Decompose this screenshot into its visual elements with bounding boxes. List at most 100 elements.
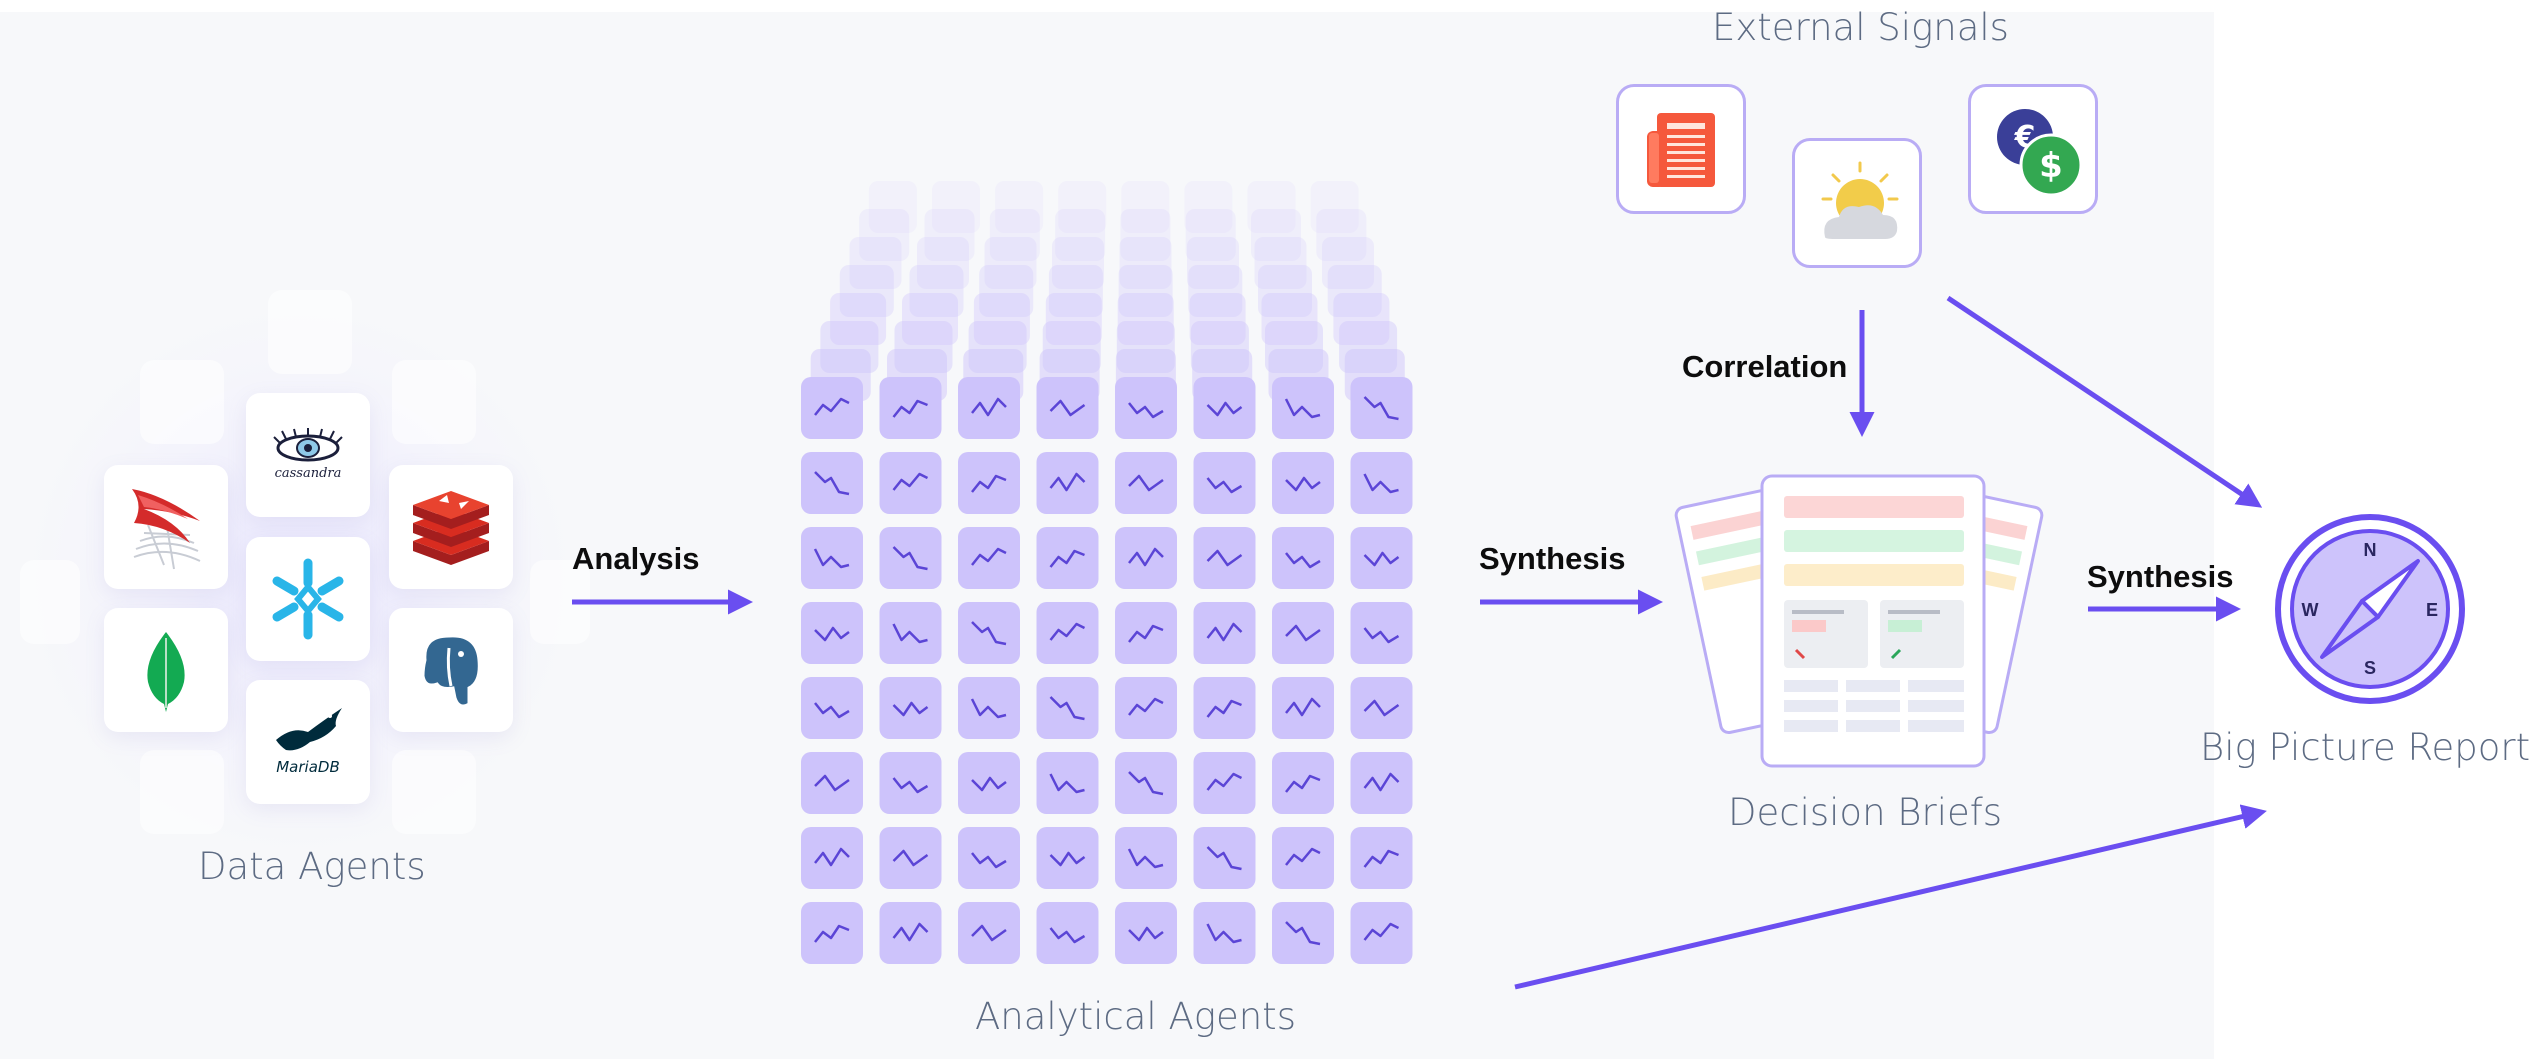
analytical-agent-tile	[1350, 752, 1413, 814]
trend-line-icon	[970, 698, 1007, 719]
trend-line-icon	[1363, 922, 1400, 941]
mongodb-logo	[104, 608, 228, 732]
analytical-agent-tile	[879, 902, 942, 964]
trend-line-icon	[1206, 401, 1243, 417]
trend-line-icon	[1049, 622, 1086, 641]
agent-stack-layer	[1119, 237, 1172, 289]
analytical-agent-tile	[958, 452, 1020, 514]
agent-stack-layer	[1310, 181, 1359, 233]
trend-line-icon	[971, 776, 1007, 792]
agent-stack-layer	[1048, 265, 1103, 317]
trend-line-icon	[1049, 773, 1085, 794]
agent-stack-layer	[1184, 181, 1233, 233]
analytical-agent-tile	[801, 752, 863, 814]
compass-e: E	[2426, 600, 2438, 620]
synthesis-edge-label-1: Synthesis	[1479, 541, 1626, 576]
agent-stack-layer	[1058, 181, 1107, 233]
trend-line-icon	[1049, 472, 1086, 492]
trend-line-icon	[814, 397, 850, 416]
trend-line-icon	[892, 777, 929, 794]
analytical-agent-tile	[1272, 602, 1334, 664]
analytical-agent-tile	[1036, 527, 1099, 589]
trend-line-icon	[1127, 848, 1164, 869]
agent-stack-layer	[1254, 237, 1307, 289]
agent-stack-layer	[1265, 321, 1323, 373]
external-signals-label: External Signals	[1712, 6, 2009, 49]
trend-line-icon	[1363, 849, 1399, 868]
agent-stack-layer	[849, 237, 902, 289]
agent-stack-layer	[1189, 293, 1246, 345]
agent-stack-layer	[984, 237, 1037, 289]
analytical-agent-tile	[879, 527, 942, 589]
agent-stack-layer	[1247, 181, 1296, 233]
trend-line-icon	[1285, 476, 1321, 492]
trend-line-icon	[814, 471, 850, 496]
compass-w: W	[2302, 600, 2319, 620]
analytical-agent-tile	[958, 752, 1020, 814]
cassandra-logo: cassandra	[246, 393, 370, 517]
trend-line-icon	[1049, 549, 1085, 568]
trend-line-icon	[892, 849, 929, 867]
trend-line-icon	[892, 701, 929, 717]
agent-stack-layer	[1055, 209, 1106, 261]
trend-line-icon	[1363, 627, 1400, 644]
trend-line-icon	[1206, 772, 1243, 791]
agent-stack-layer	[1339, 321, 1398, 373]
trend-line-icon	[1128, 926, 1164, 942]
analytical-agent-tile	[1350, 677, 1413, 739]
agent-stack-layer	[1327, 265, 1382, 317]
analysis-edge-label: Analysis	[572, 541, 700, 576]
big-picture-report-label: Big Picture Report	[2200, 726, 2531, 769]
trend-line-icon	[1128, 771, 1164, 796]
analytical-agent-tile	[958, 377, 1020, 439]
trend-line-icon	[1049, 927, 1086, 944]
agent-stack-layer	[924, 209, 975, 261]
analytical-agent-tile	[1272, 452, 1334, 514]
trend-line-icon	[1049, 696, 1085, 721]
analytical-agent-tile	[1193, 527, 1256, 589]
analytical-agent-tile	[1115, 602, 1177, 664]
agent-stack-layer	[968, 321, 1027, 373]
agents-to-report-arrow	[1514, 804, 2267, 990]
analytical-agent-tile	[1193, 377, 1256, 439]
agent-stack-layer	[1190, 321, 1249, 373]
trend-line-icon	[1285, 774, 1321, 793]
weather-icon	[1792, 138, 1922, 268]
synthesis-edge-label-2: Synthesis	[2087, 559, 2234, 594]
trend-line-icon	[813, 548, 850, 569]
agent-stack-layer	[1333, 293, 1390, 345]
redis-logo	[389, 465, 513, 589]
sql-server-logo	[104, 465, 228, 589]
cassandra-text: cassandra	[275, 466, 342, 481]
agent-stack-layer	[979, 265, 1034, 317]
svg-text:$: $	[2039, 146, 2063, 186]
analytical-agent-tile	[1115, 452, 1177, 514]
analytical-agent-tile	[801, 602, 863, 664]
analytical-agent-tile	[1036, 827, 1099, 889]
trend-line-icon	[814, 702, 850, 719]
agent-stack-layer	[1187, 237, 1239, 289]
trend-line-icon	[1363, 699, 1400, 717]
agent-stack-layer	[1316, 209, 1367, 261]
agent-stack-layer	[830, 293, 887, 345]
analytical-agent-tile	[1115, 527, 1177, 589]
agent-stack-layer	[1322, 237, 1374, 289]
analytical-agent-tile	[958, 602, 1020, 664]
trend-line-icon	[1206, 477, 1243, 494]
analytical-agent-tile	[1350, 377, 1413, 439]
trend-line-icon	[1128, 697, 1164, 716]
trend-line-icon	[1206, 549, 1243, 567]
currency-icon: € $	[1968, 84, 2098, 214]
trend-line-icon	[1285, 697, 1321, 717]
agent-stack-layer	[1251, 209, 1301, 261]
trend-line-icon	[814, 774, 850, 792]
trend-line-icon	[1128, 547, 1164, 567]
trend-line-icon	[1363, 473, 1399, 494]
newspaper-icon	[1616, 84, 1746, 214]
trend-line-icon	[1128, 474, 1164, 492]
trend-line-icon	[1206, 923, 1242, 944]
trend-line-icon	[814, 847, 850, 867]
snowflake-logo	[246, 537, 370, 661]
decision-briefs-label: Decision Briefs	[1728, 791, 2003, 834]
